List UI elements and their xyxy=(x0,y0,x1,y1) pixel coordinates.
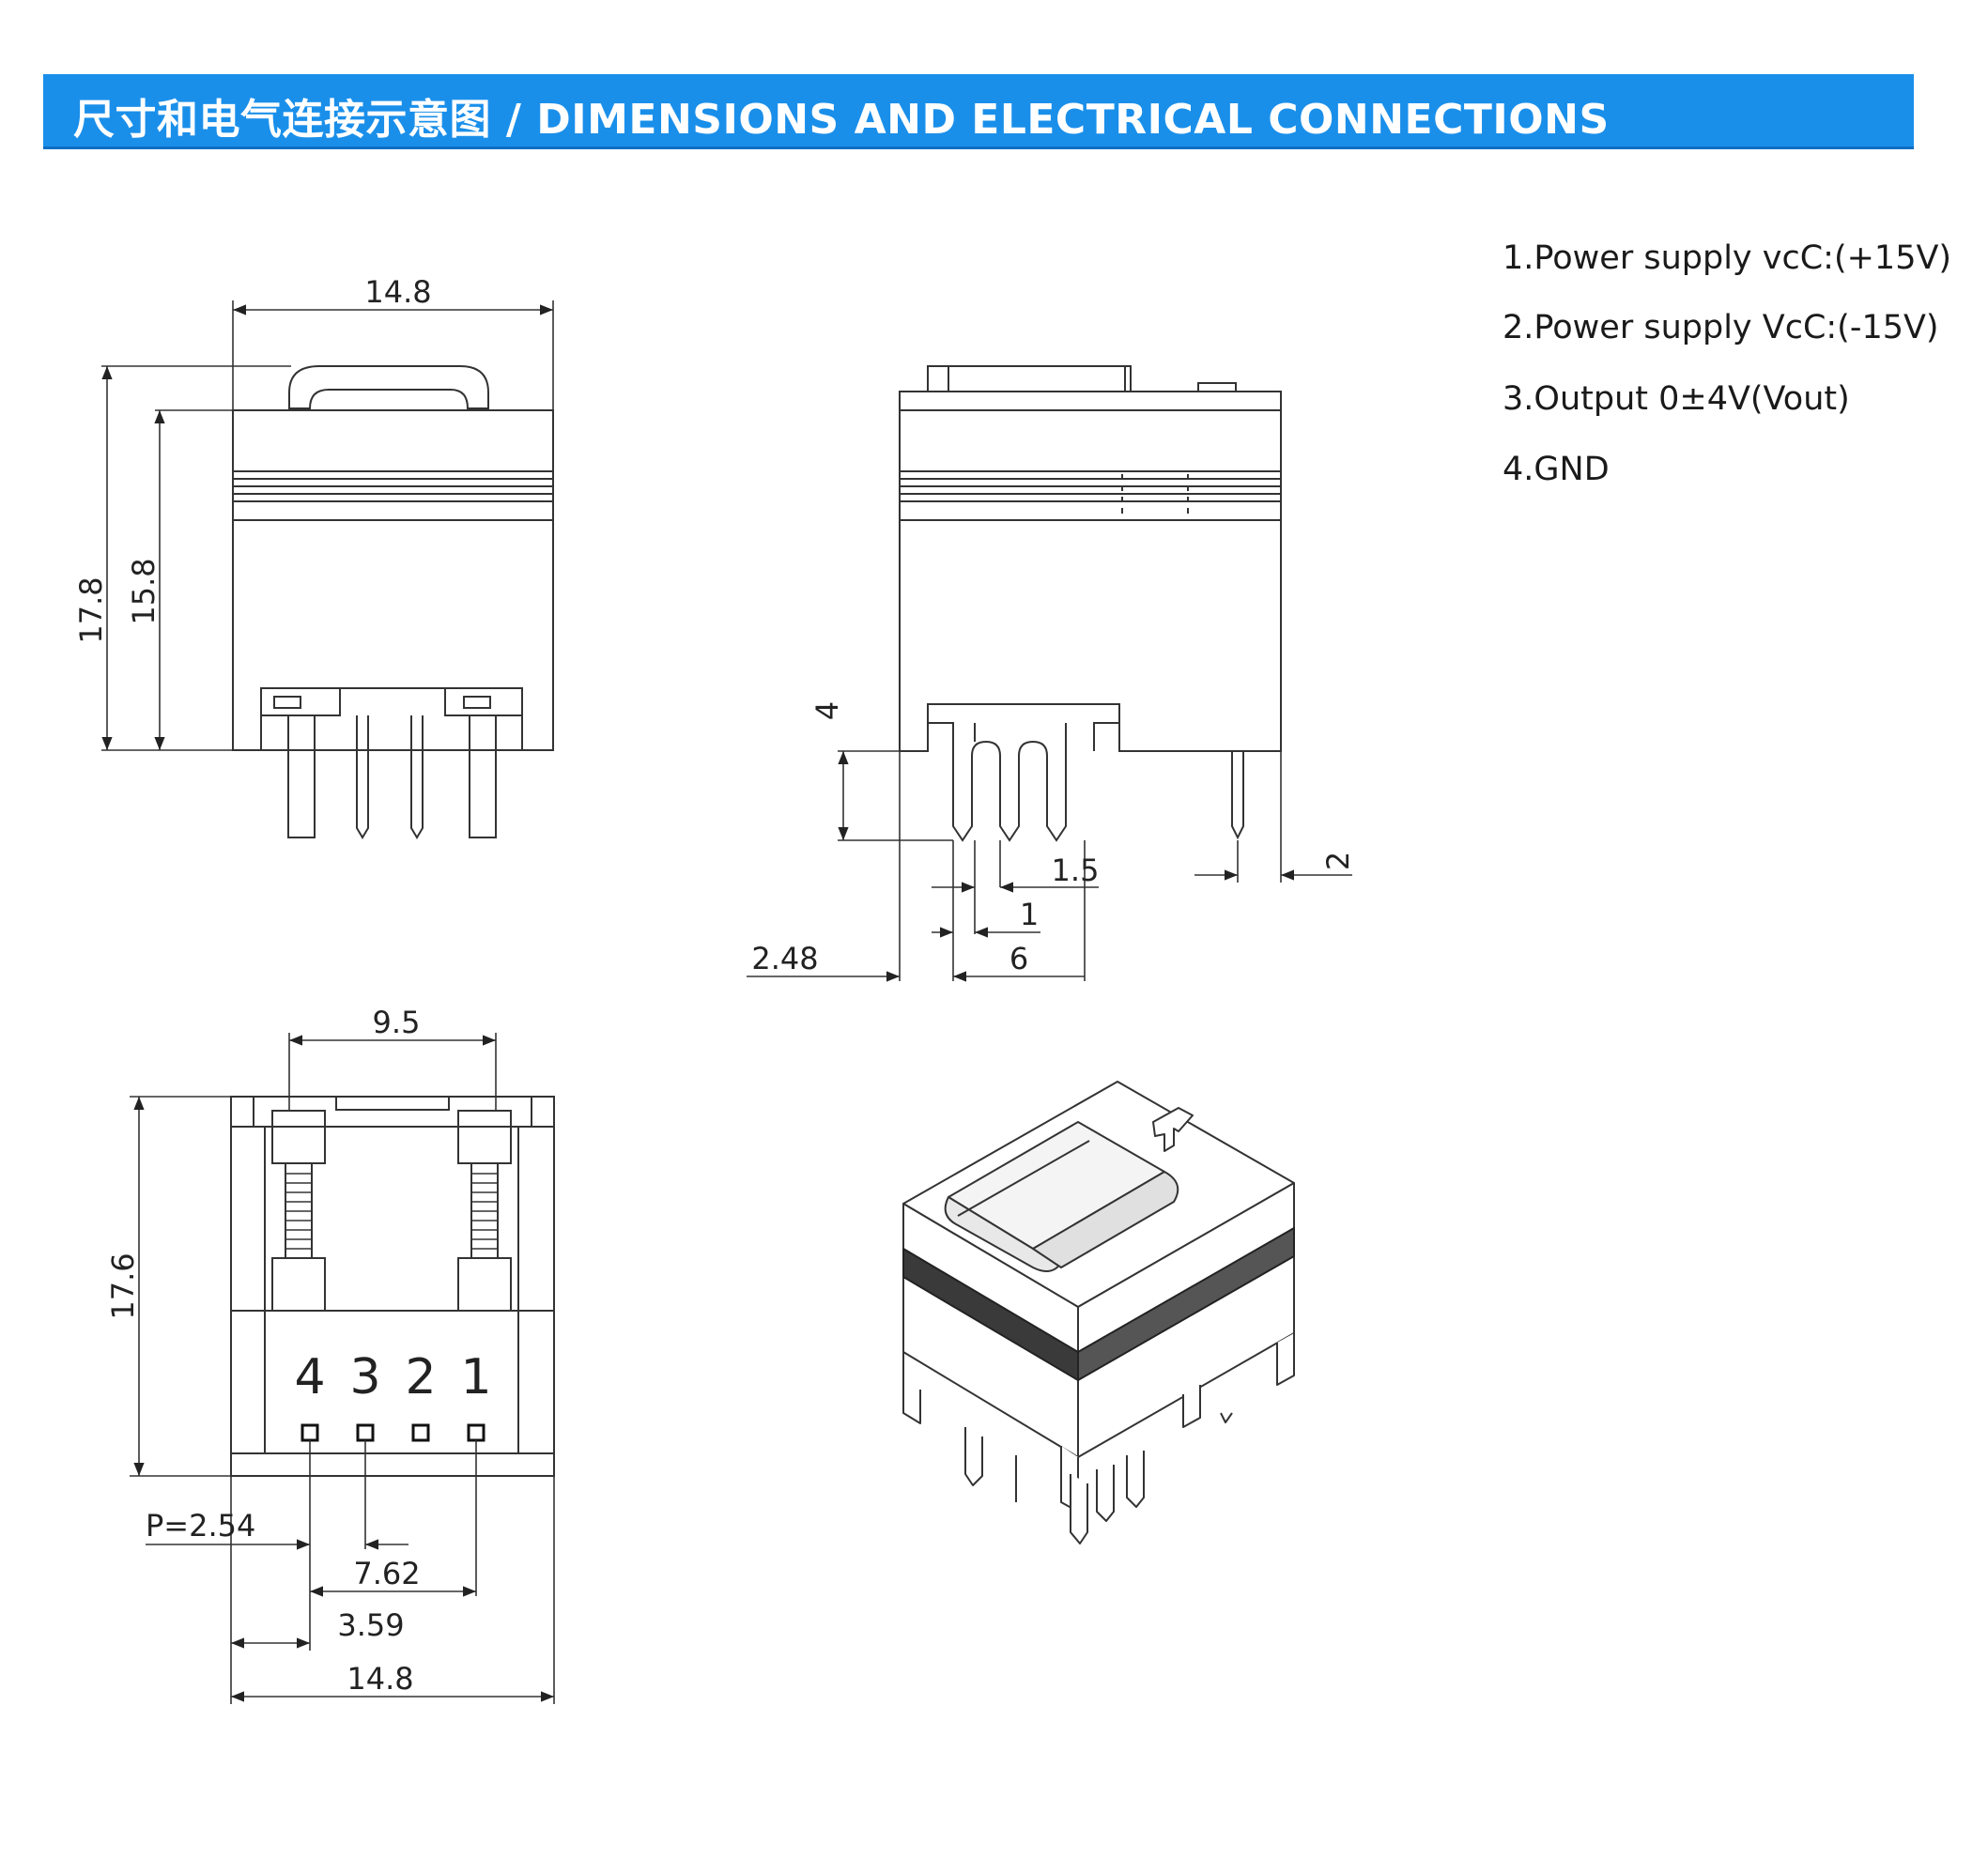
side-view-dimensions xyxy=(747,750,1352,982)
bottom-span-label: 7.62 xyxy=(353,1556,420,1591)
side-pin-pitch-label: 1.5 xyxy=(1052,853,1100,888)
front-height-label: 17.8 xyxy=(73,576,109,643)
pin-pad-3 xyxy=(356,1423,375,1442)
bottom-pitch-label: P=2.54 xyxy=(146,1508,255,1544)
isometric-view xyxy=(902,1081,1295,1544)
front-view xyxy=(232,365,554,839)
bottom-view xyxy=(230,1096,555,1477)
bottom-height-label: 17.6 xyxy=(105,1252,141,1319)
side-pin-width-label: 1 xyxy=(1020,897,1039,932)
side-view xyxy=(899,365,1282,842)
side-offset-label: 2.48 xyxy=(751,941,818,976)
front-width-label: 14.8 xyxy=(364,274,431,310)
header-banner: 尺寸和电气连接示意图 / DIMENSIONS AND ELECTRICAL C… xyxy=(43,74,1914,149)
pin-number-2: 2 xyxy=(405,1349,436,1406)
side-edge-label: 2 xyxy=(1320,852,1356,870)
bottom-width-label: 14.8 xyxy=(347,1661,413,1697)
legend-item-pin-1: 1.Power supply vcC:(+15V) xyxy=(1503,239,1952,277)
pin-number-3: 3 xyxy=(349,1349,380,1406)
side-pin-length-label: 4 xyxy=(809,701,845,720)
front-body-height-label: 15.8 xyxy=(126,558,162,624)
bottom-pin-span-label: 9.5 xyxy=(373,1005,421,1040)
pin-number-4: 4 xyxy=(294,1349,325,1406)
legend-item-pin-3: 3.Output 0±4V(Vout) xyxy=(1503,380,1850,418)
bottom-view-dimensions xyxy=(130,1033,555,1704)
legend-item-pin-2: 2.Power supply VcC:(-15V) xyxy=(1503,309,1939,346)
pin-pad-4 xyxy=(301,1423,319,1442)
bottom-offset-label: 3.59 xyxy=(337,1607,404,1643)
pin-number-1: 1 xyxy=(460,1349,491,1406)
front-view-dimensions xyxy=(101,300,554,751)
page-title: 尺寸和电气连接示意图 / DIMENSIONS AND ELECTRICAL C… xyxy=(73,96,1610,144)
pin-pad-1 xyxy=(467,1423,485,1442)
pin-pad-2 xyxy=(411,1423,430,1442)
legend-item-pin-4: 4.GND xyxy=(1503,451,1610,488)
side-slot-label: 6 xyxy=(1009,941,1028,976)
